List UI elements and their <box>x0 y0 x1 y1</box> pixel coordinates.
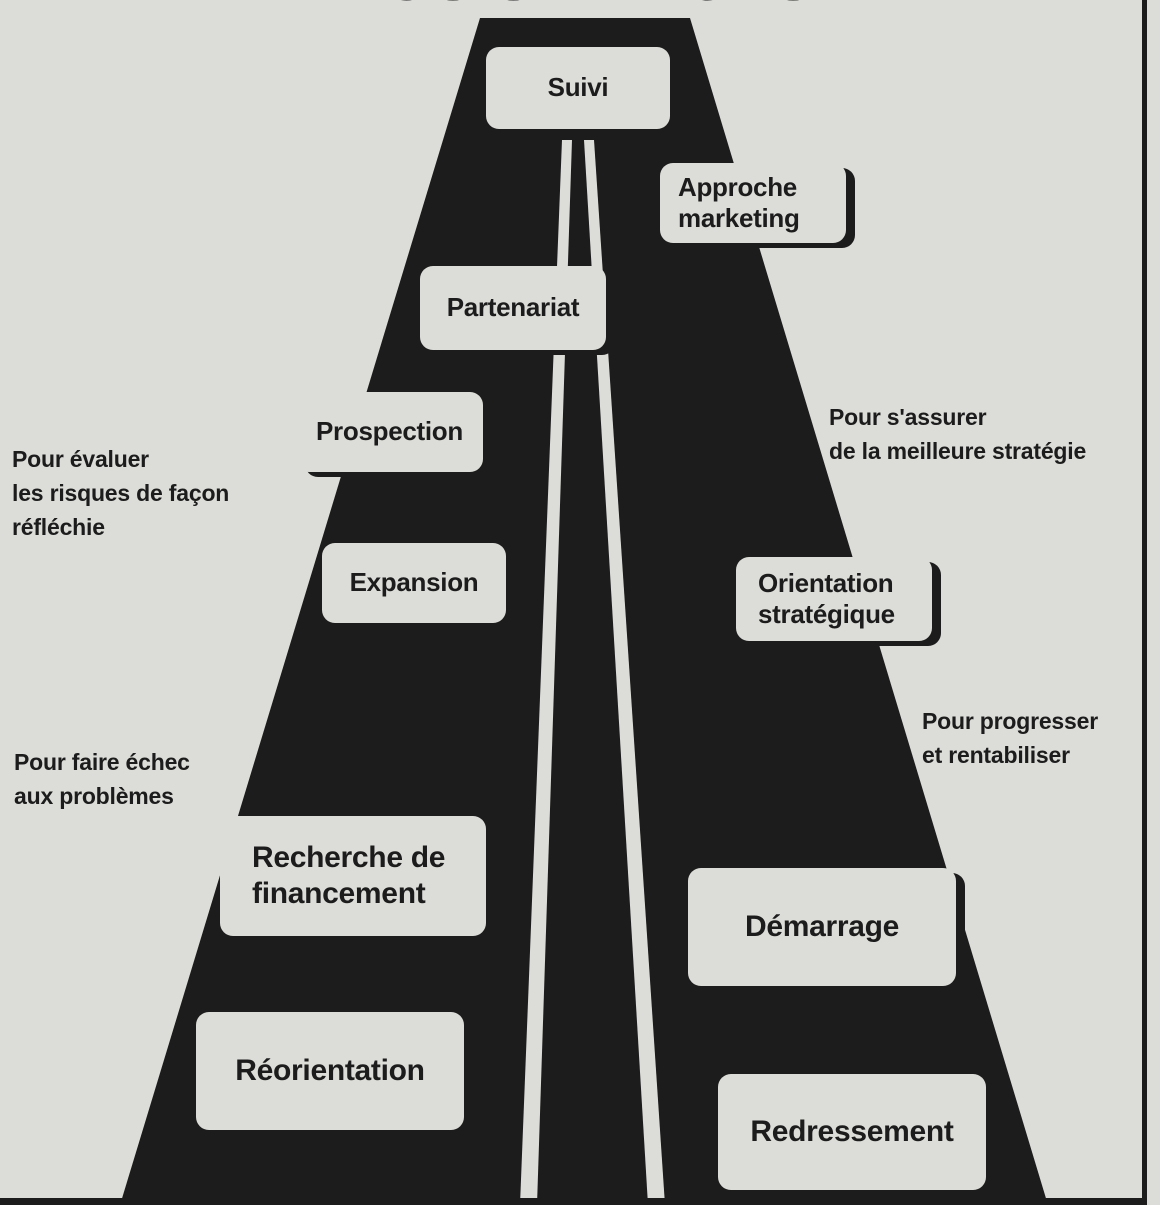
service-box-orientation-strategique: Orientation stratégique <box>736 557 932 641</box>
lane-line-right <box>584 140 665 1205</box>
service-box-suivi: Suivi <box>486 47 670 129</box>
note-evaluer-risques: Pour évaluer les risques de façon réfléc… <box>12 446 230 540</box>
service-label: Réorientation <box>235 1054 425 1087</box>
service-box-partenariat: Partenariat <box>420 266 606 350</box>
service-label: Suivi <box>547 72 609 103</box>
header-title: NOS SERVICES <box>336 0 815 14</box>
service-box-recherche-financement: Recherche de financement <box>220 816 486 936</box>
service-box-prospection: Prospection <box>296 392 483 472</box>
note-meilleure-strategie: Pour s'assurer de la meilleure stratégie <box>829 404 1087 464</box>
service-label: Partenariat <box>446 292 580 323</box>
service-label: Expansion <box>349 567 479 598</box>
service-box-approche-marketing: Approche marketing <box>660 163 846 243</box>
service-label: Démarrage <box>744 910 900 943</box>
service-box-reorientation: Réorientation <box>196 1012 464 1130</box>
service-label: Redressement <box>750 1115 954 1148</box>
lane-line-left <box>520 140 572 1205</box>
note-faire-echec: Pour faire échec aux problèmes <box>14 749 190 809</box>
service-box-demarrage: Démarrage <box>688 868 956 986</box>
service-label: Approche marketing <box>678 171 800 233</box>
service-label: Prospection <box>316 416 463 447</box>
service-box-expansion: Expansion <box>322 543 506 623</box>
service-box-redressement: Redressement <box>718 1074 986 1190</box>
note-progresser-rentabiliser: Pour progresser et rentabiliser <box>922 708 1098 768</box>
service-label: Recherche de financement <box>252 841 446 910</box>
frame-border-right <box>1142 0 1147 1205</box>
frame-border-bottom <box>0 1198 1147 1205</box>
service-label: Orientation stratégique <box>758 567 895 629</box>
